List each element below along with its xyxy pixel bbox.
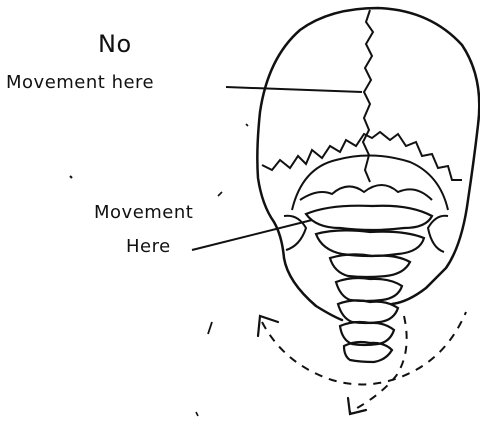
- stray-mark: [208, 322, 212, 334]
- vertebra-c3: [330, 254, 410, 277]
- stray-mark: [218, 192, 222, 196]
- leader-no-movement: [226, 87, 362, 92]
- label-here: Here: [126, 238, 171, 256]
- vertebra-c1: [306, 206, 432, 230]
- occipital-base: [292, 155, 448, 210]
- skull-outline: [257, 8, 479, 320]
- stray-mark: [196, 412, 198, 416]
- dashed-curved-arrow-icon: [258, 316, 278, 336]
- vertebra-c2: [316, 230, 424, 256]
- label-no: No: [98, 32, 132, 56]
- vertebra-c5: [338, 300, 398, 323]
- label-movement: Movement: [94, 204, 193, 222]
- label-no-movement-here: Movement here: [6, 74, 154, 92]
- rotation-tail: [350, 316, 407, 412]
- stray-mark: [246, 124, 248, 126]
- vertebra-c4: [336, 278, 402, 301]
- mastoid-left: [284, 216, 306, 250]
- arrowhead-bottom-icon: [348, 398, 366, 414]
- stray-mark: [70, 176, 72, 178]
- mastoid-right: [428, 216, 448, 252]
